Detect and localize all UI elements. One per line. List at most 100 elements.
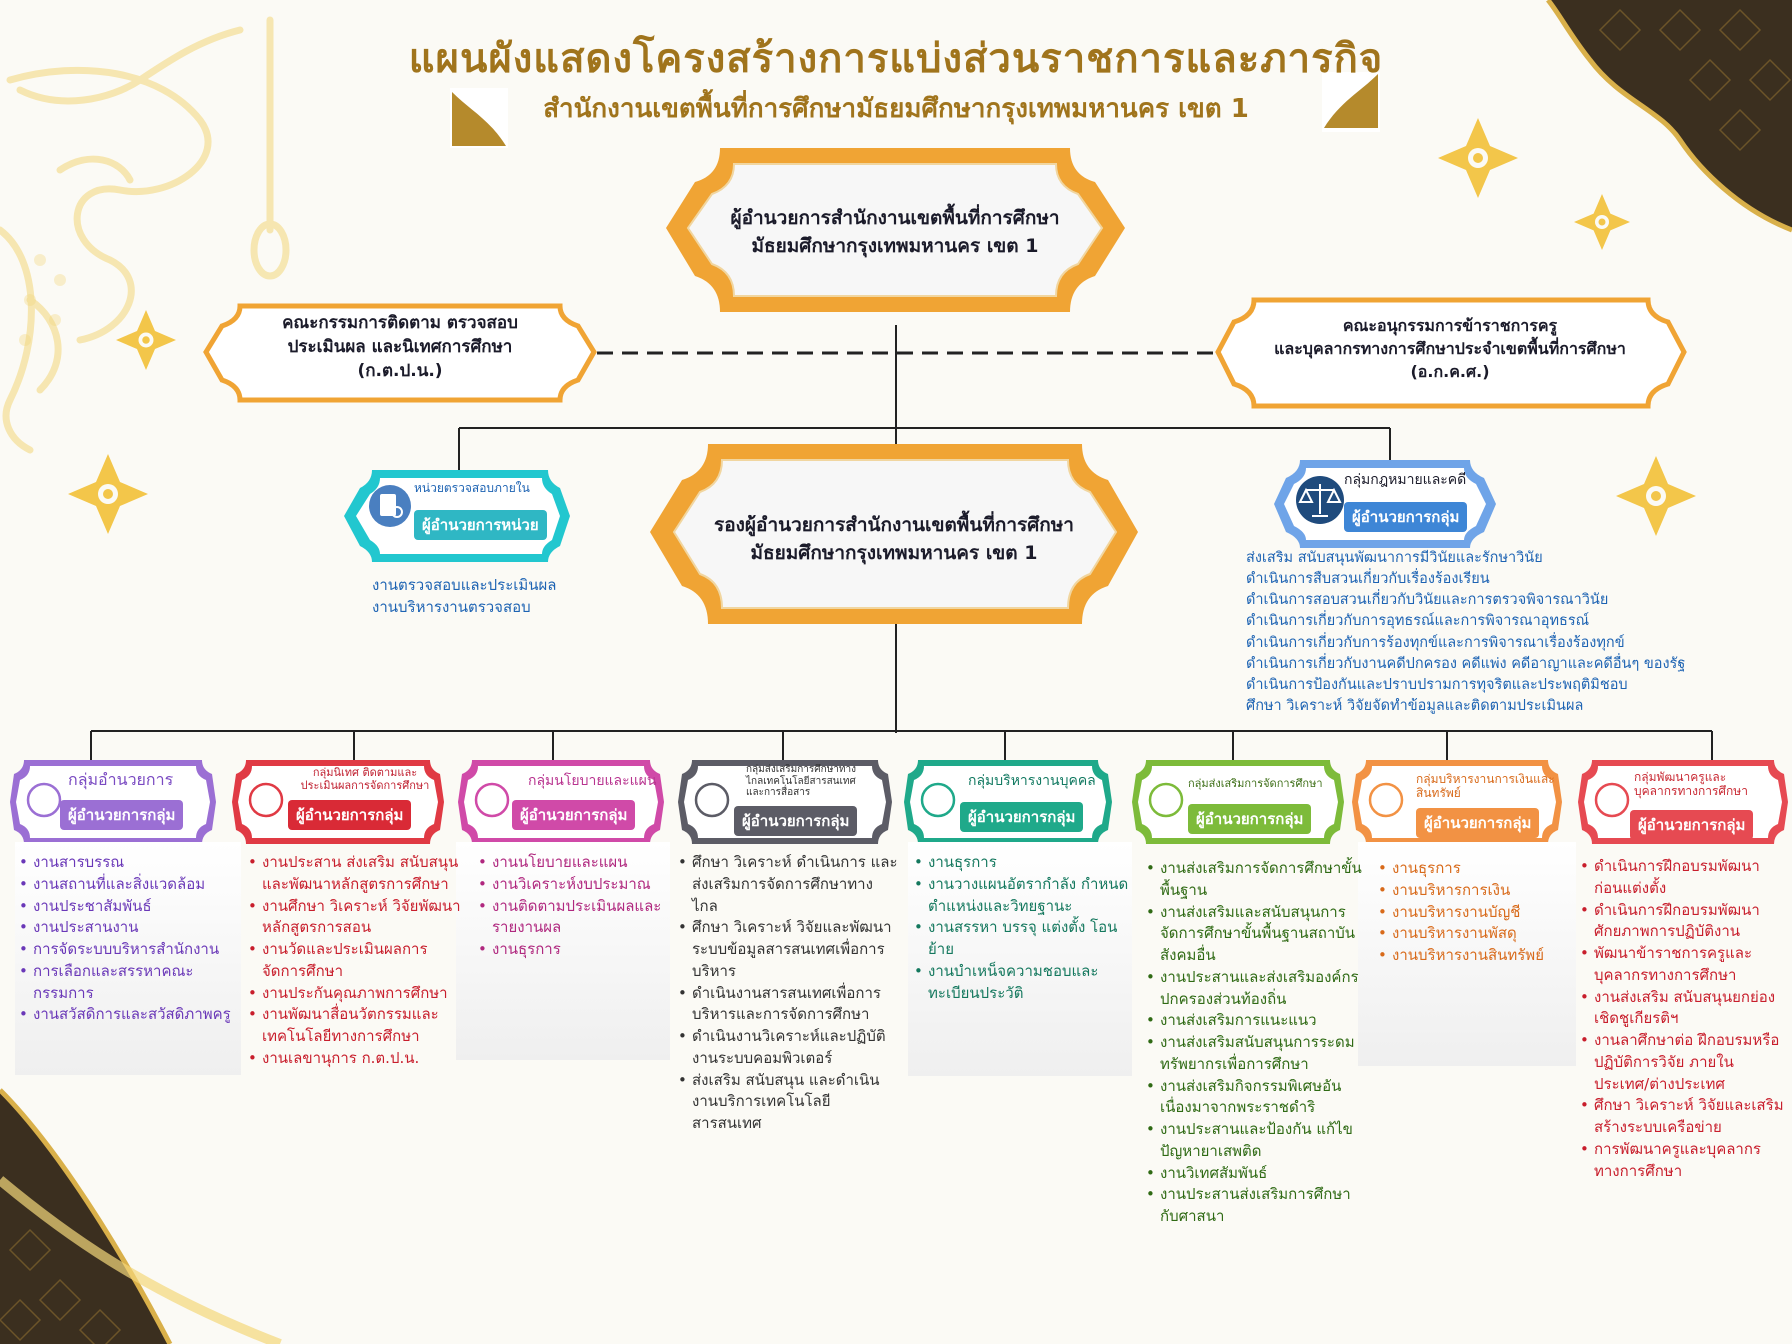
legal-group-title: กลุ่มกฎหมายและคดี: [1344, 472, 1467, 488]
group-list-3: ศึกษา วิเคราะห์ ดำเนินการ และส่งเสริมการ…: [676, 852, 898, 1135]
list-item: ดำเนินการฝึกอบรมพัฒนาก่อนแต่งตั้ง: [1578, 856, 1788, 900]
group-list-4: งานธุรการ งานวางแผนอัตรากำลัง กำหนดตำแหน…: [912, 852, 1134, 1004]
list-item: งานส่งเสริมและสนับสนุนการจัดการศึกษาขั้น…: [1144, 902, 1366, 967]
group-chip-2: ผู้อำนวยการกลุ่ม: [512, 800, 636, 830]
thai-flower-icon: [1616, 456, 1696, 536]
deputy-line2: มัธยมศึกษากรุงเทพมหานคร เขต 1: [750, 541, 1038, 564]
page-subtitle: สำนักงานเขตพื้นที่การศึกษามัธยมศึกษากรุง…: [543, 94, 1249, 124]
list-item: ดำเนินการสอบสวนเกี่ยวกับวินัยและการตรวจพ…: [1246, 592, 1609, 609]
group-title-4: กลุ่มบริหารงานบุคคล: [968, 773, 1096, 789]
list-item: งานส่งเสริมสนับสนุนการระดมทรัพยากรเพื่อก…: [1144, 1032, 1366, 1076]
list-item: การเลือกและสรรหาคณะกรรมการ: [17, 961, 239, 1005]
list-item: งานประสานงาน: [17, 917, 239, 939]
list-item: ส่งเสริม สนับสนุน และดำเนินงานบริการเทคโ…: [676, 1070, 898, 1135]
committee-right-shape: [1215, 297, 1687, 409]
group-icon: [1594, 782, 1630, 818]
list-item: งานติดตามประเมินผลและรายงานผล: [476, 896, 670, 940]
group-chip-6: ผู้อำนวยการกลุ่ม: [1416, 808, 1540, 838]
list-item: การพัฒนาครูและบุคลากรทางการศึกษา: [1578, 1139, 1788, 1183]
list-item: งานวิเคราะห์งบประมาณ: [476, 874, 670, 896]
deputy-box-shape: [650, 444, 1138, 624]
list-item: งานบำเหน็จความชอบและทะเบียนประวัติ: [912, 961, 1134, 1005]
group-list-7: ดำเนินการฝึกอบรมพัฒนาก่อนแต่งตั้ง ดำเนิน…: [1578, 856, 1788, 1182]
list-item: งานบริหารงานสินทรัพย์: [1376, 945, 1576, 967]
group-chip-0: ผู้อำนวยการกลุ่ม: [60, 800, 184, 830]
list-item: ดำเนินการเกี่ยวกับการร้องทุกข์และการพิจา…: [1246, 634, 1625, 651]
group-title-3: กลุ่มส่งเสริมการศึกษาทางไกลเทคโนโลยีสารส…: [746, 764, 856, 798]
list-item: ศึกษา วิเคราะห์ วิจัยและพัฒนาระบบข้อมูลส…: [676, 917, 898, 982]
legal-group-chip: ผู้อำนวยการกลุ่ม: [1344, 502, 1468, 532]
group-title-0: กลุ่มอำนวยการ: [68, 770, 174, 789]
group-list-0: งานสารบรรณ งานสถานที่และสิ่งแวดล้อม งานป…: [17, 852, 239, 1026]
list-item: งานประชาสัมพันธ์: [17, 896, 239, 918]
group-title-7: กลุ่มพัฒนาครูและบุคลากรทางการศึกษา: [1634, 770, 1748, 798]
committee-left-shape: [203, 303, 597, 403]
committee-right-box: คณะอนุกรรมการข้าราชการครู และบุคลากรทางก…: [1232, 314, 1668, 384]
list-item: ส่งเสริม สนับสนุนพัฒนาการมีวินัยและรักษา…: [1246, 550, 1543, 566]
committee-right-line2: และบุคลากรทางการศึกษาประจำเขตพื้นที่การศ…: [1274, 339, 1626, 359]
list-item: ดำเนินงานสารสนเทศเพื่อการบริหารและการจัด…: [676, 983, 898, 1027]
list-item: ดำเนินการสืบสวนเกี่ยวกับเรื่องร้องเรียน: [1246, 571, 1490, 588]
group-icon: [1148, 782, 1184, 818]
group-icon: [26, 782, 62, 818]
list-item: งานสารบรรณ: [17, 852, 239, 874]
list-item: การจัดระบบบริหารสำนักงาน: [17, 939, 239, 961]
list-item: ศึกษา วิเคราะห์ วิจัยและเสริมสร้างระบบเค…: [1578, 1095, 1788, 1139]
list-item: งานวางแผนอัตรากำลัง กำหนดตำแหน่งและวิทยฐ…: [912, 874, 1134, 918]
list-item: งานธุรการ: [1376, 858, 1576, 880]
group-icon: [920, 782, 956, 818]
list-item: งานวิเทศสัมพันธ์: [1144, 1163, 1366, 1185]
subtitle-ornament-left: [450, 88, 508, 148]
thai-flower-icon: [1438, 118, 1518, 198]
committee-right-line1: คณะอนุกรรมการข้าราชการครู: [1342, 316, 1558, 335]
list-item: งานประสานและส่งเสริมองค์กรปกครองส่วนท้อง…: [1144, 967, 1366, 1011]
thai-flower-icon: [116, 310, 176, 370]
group-icon: [248, 782, 284, 818]
committee-left-line3: (ก.ต.ป.น.): [357, 360, 443, 381]
list-item: งานนโยบายและแผน: [476, 852, 670, 874]
group-chip-1: ผู้อำนวยการกลุ่ม: [288, 800, 412, 830]
group-title-5: กลุ่มส่งเสริมการจัดการศึกษา: [1188, 777, 1323, 790]
list-item: งานลาศึกษาต่อ ฝึกอบรมหรือปฏิบัติการวิจัย…: [1578, 1030, 1788, 1095]
list-item: งานธุรการ: [912, 852, 1134, 874]
group-chip-4: ผู้อำนวยการกลุ่ม: [960, 802, 1084, 832]
group-title-1: กลุ่มนิเทศ ติดตามและประเมินผลการจัดการศึ…: [300, 766, 430, 792]
director-box: ผู้อำนวยการสำนักงานเขตพื้นที่การศึกษา มั…: [690, 205, 1100, 260]
list-item: งานประกันคุณภาพการศึกษา: [246, 983, 466, 1005]
group-icon: [1368, 782, 1404, 818]
list-item: งานบริหารการเงิน: [1376, 880, 1576, 902]
list-item: งานส่งเสริมการจัดการศึกษาขั้นพื้นฐาน: [1144, 858, 1366, 902]
group-icon: [694, 782, 730, 818]
subtitle-ornament-right: [1322, 72, 1380, 132]
group-list-6: งานธุรการ งานบริหารการเงิน งานบริหารงานบ…: [1376, 858, 1576, 967]
list-item: ดำเนินงานวิเคราะห์และปฏิบัติงานระบบคอมพิ…: [676, 1026, 898, 1070]
group-title-2: กลุ่มนโยบายและแผน: [528, 773, 657, 789]
audit-unit-title: หน่วยตรวจสอบภายใน: [414, 481, 530, 495]
deputy-box: รองผู้อำนวยการสำนักงานเขตพื้นที่การศึกษา…: [672, 512, 1116, 567]
committee-right-line3: (อ.ก.ค.ศ.): [1410, 362, 1490, 382]
naga-icon: [0, 16, 290, 454]
list-item: ดำเนินการเกี่ยวกับงานคดีปกครอง คดีแพ่ง ค…: [1246, 655, 1686, 672]
group-list-1: งานประสาน ส่งเสริม สนับสนุนและพัฒนาหลักส…: [246, 852, 466, 1070]
list-item: งานบริหารงานตรวจสอบ: [372, 598, 531, 617]
list-item: ดำเนินการฝึกอบรมพัฒนาศักยภาพการปฏิบัติงา…: [1578, 900, 1788, 944]
list-item: งานบริหารงานบัญชี: [1376, 902, 1576, 924]
committee-left-box: คณะกรรมการติดตาม ตรวจสอบ ประเมินผล และนิ…: [220, 312, 580, 383]
list-item: งานศึกษา วิเคราะห์ วิจัยพัฒนา หลักสูตรกา…: [246, 896, 466, 940]
audit-unit-list: งานตรวจสอบและประเมินผล งานบริหารงานตรวจส…: [372, 574, 557, 618]
list-item: งานสรรหา บรรจุ แต่งตั้ง โอน ย้าย: [912, 917, 1134, 961]
list-item: ดำเนินการป้องกันและปราบปรามการทุจริตและป…: [1246, 676, 1628, 693]
list-item: งานบริหารงานพัสดุ: [1376, 923, 1576, 945]
list-item: พัฒนาข้าราชการครูและบุคลากรทางการศึกษา: [1578, 943, 1788, 987]
group-chip-5: ผู้อำนวยการกลุ่ม: [1188, 804, 1312, 834]
list-item: งานประสาน ส่งเสริม สนับสนุนและพัฒนาหลักส…: [246, 852, 466, 896]
list-item: งานส่งเสริมกิจกรรมพิเศษอันเนื่องมาจากพระ…: [1144, 1076, 1366, 1120]
thai-flower-icon: [68, 454, 148, 534]
connector-lines: [90, 325, 1713, 760]
committee-left-line1: คณะกรรมการติดตาม ตรวจสอบ: [282, 313, 518, 333]
group-title-6: กลุ่มบริหารงานการเงินและสินทรัพย์: [1416, 772, 1555, 800]
group-chip-7: ผู้อำนวยการกลุ่ม: [1630, 810, 1754, 840]
legal-group-list: ส่งเสริม สนับสนุนพัฒนาการมีวินัยและรักษา…: [1246, 548, 1685, 717]
